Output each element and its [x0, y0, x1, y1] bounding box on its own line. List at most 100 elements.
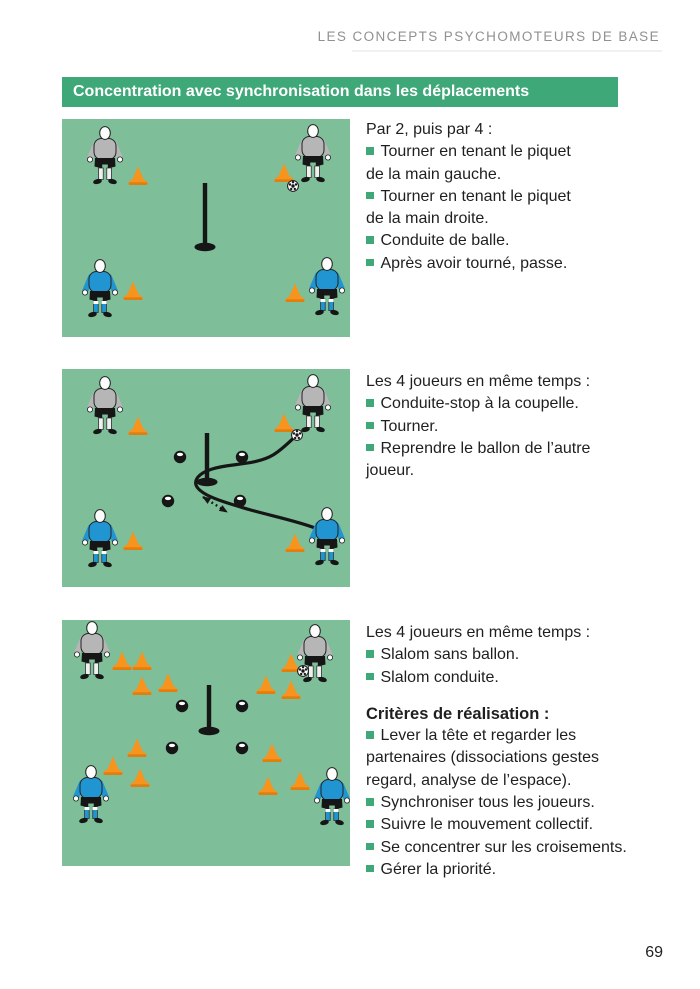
player-figure-gray: [87, 376, 123, 435]
ball-icon: [235, 741, 249, 755]
instruction-block: Critères de réalisation : Lever la tête e…: [366, 703, 658, 881]
instruction-block: Les 4 joueurs en même temps : Conduite-st…: [366, 371, 658, 482]
cone-icon: [128, 416, 148, 435]
square-bullet-icon: [366, 731, 374, 739]
cone-icon: [285, 283, 305, 302]
header-rule: [352, 50, 662, 52]
bullet-item-continuation: partenaires (dissociations gestes: [366, 749, 600, 767]
bullet-item: Reprendre le ballon de l’autre: [366, 438, 658, 460]
square-bullet-icon: [366, 820, 374, 828]
pole-icon: [194, 183, 216, 252]
square-bullet-icon: [366, 864, 374, 873]
player-figure-gray: [87, 126, 123, 185]
section-banner: Concentration avec synchronisation dans …: [62, 77, 618, 107]
square-bullet-icon: [366, 798, 374, 806]
cone-icon: [123, 531, 143, 550]
cone-icon: [158, 673, 178, 692]
bullet-item: Se concentrer sur les croisements.: [366, 837, 658, 859]
bullet-item: Après avoir tourné, passe.: [366, 253, 658, 275]
cone-icon: [256, 675, 276, 694]
cone-icon: [290, 771, 310, 790]
pole-icon: [196, 433, 218, 487]
ball-icon: [235, 450, 249, 464]
square-bullet-icon: [366, 443, 374, 452]
cone-icon: [285, 533, 305, 552]
cone-icon: [132, 651, 152, 670]
bullet-item: Tourner en tenant le piquet: [366, 141, 658, 163]
player-figure-gray: [297, 624, 333, 683]
criteria-heading: Critères de réalisation :: [366, 704, 550, 723]
soccer-ball-icon: [297, 665, 309, 677]
instruction-title: Par 2, puis par 4 :: [366, 121, 493, 138]
bullet-item-continuation: de la main gauche.: [366, 165, 502, 183]
soccer-ball-icon: [287, 180, 299, 192]
cone-icon: [281, 680, 301, 699]
player-figure-gray: [295, 374, 331, 433]
square-bullet-icon: [366, 650, 374, 658]
bullet-item: Conduite de balle.: [366, 230, 658, 252]
bullet-item: Slalom conduite.: [366, 667, 658, 689]
player-figure-blue: [309, 507, 345, 566]
instruction-block: Par 2, puis par 4 : Tourner en tenant le …: [366, 119, 658, 275]
bullet-item: Gérer la priorité.: [366, 859, 658, 881]
cone-icon: [127, 738, 147, 757]
player-figure-blue: [73, 765, 109, 824]
ball-icon: [175, 699, 189, 713]
square-bullet-icon: [366, 236, 374, 244]
cone-icon: [258, 776, 278, 795]
cone-icon: [132, 676, 152, 695]
pole-icon: [198, 685, 220, 736]
instruction-block: Les 4 joueurs en même temps : Slalom sans…: [366, 622, 658, 689]
ball-icon: [165, 741, 179, 755]
instruction-title: Les 4 joueurs en même temps :: [366, 373, 591, 390]
cone-icon: [262, 743, 282, 762]
cone-icon: [281, 653, 301, 672]
soccer-ball-icon: [291, 429, 303, 441]
dribble-path: [194, 433, 317, 530]
ball-icon: [235, 699, 249, 713]
player-figure-blue: [309, 257, 345, 316]
ball-icon: [161, 494, 175, 508]
cone-icon: [274, 163, 294, 182]
bullet-item: Lever la tête et regarder les: [366, 725, 658, 747]
square-bullet-icon: [366, 191, 374, 200]
bullet-item-continuation: joueur.: [366, 462, 415, 480]
cone-icon: [274, 413, 294, 432]
exercise-diagram-2: [62, 369, 350, 587]
cone-icon: [103, 756, 123, 775]
square-bullet-icon: [366, 399, 374, 407]
cone-icon: [130, 768, 150, 787]
double-arrow-icon: [202, 495, 228, 514]
player-figure-blue: [314, 767, 350, 826]
bullet-item: Conduite-stop à la coupelle.: [366, 393, 658, 415]
page-number: 69: [645, 944, 663, 961]
field-background: [62, 620, 350, 866]
bullet-item: Slalom sans ballon.: [366, 644, 658, 666]
bullet-item: Suivre le mouvement collectif.: [366, 814, 658, 836]
running-header: LES CONCEPTS PSYCHOMOTEURS DE BASE: [317, 29, 660, 44]
square-bullet-icon: [366, 842, 374, 851]
exercise-diagram-1: [62, 119, 350, 337]
square-bullet-icon: [366, 421, 374, 430]
bullet-item-continuation: de la main droite.: [366, 210, 489, 228]
player-figure-blue: [82, 509, 118, 568]
instructions-column-3: Les 4 joueurs en même temps : Slalom sans…: [366, 622, 658, 881]
exercise-diagram-3: [62, 620, 350, 866]
square-bullet-icon: [366, 672, 374, 681]
square-bullet-icon: [366, 258, 374, 267]
bullet-item: Tourner.: [366, 416, 658, 438]
player-figure-gray: [295, 124, 331, 183]
instruction-title: Les 4 joueurs en même temps :: [366, 624, 591, 641]
square-bullet-icon: [366, 147, 374, 155]
player-figure-gray: [74, 621, 110, 680]
cone-icon: [123, 281, 143, 300]
bullet-item: Tourner en tenant le piquet: [366, 186, 658, 208]
bullet-item-continuation: regard, analyse de l’espace).: [366, 771, 572, 789]
cone-icon: [128, 166, 148, 185]
player-figure-blue: [82, 259, 118, 318]
cone-icon: [112, 651, 132, 670]
instructions-column-2: Les 4 joueurs en même temps : Conduite-st…: [366, 371, 658, 482]
instructions-column-1: Par 2, puis par 4 : Tourner en tenant le …: [366, 119, 658, 275]
bullet-item: Synchroniser tous les joueurs.: [366, 792, 658, 814]
